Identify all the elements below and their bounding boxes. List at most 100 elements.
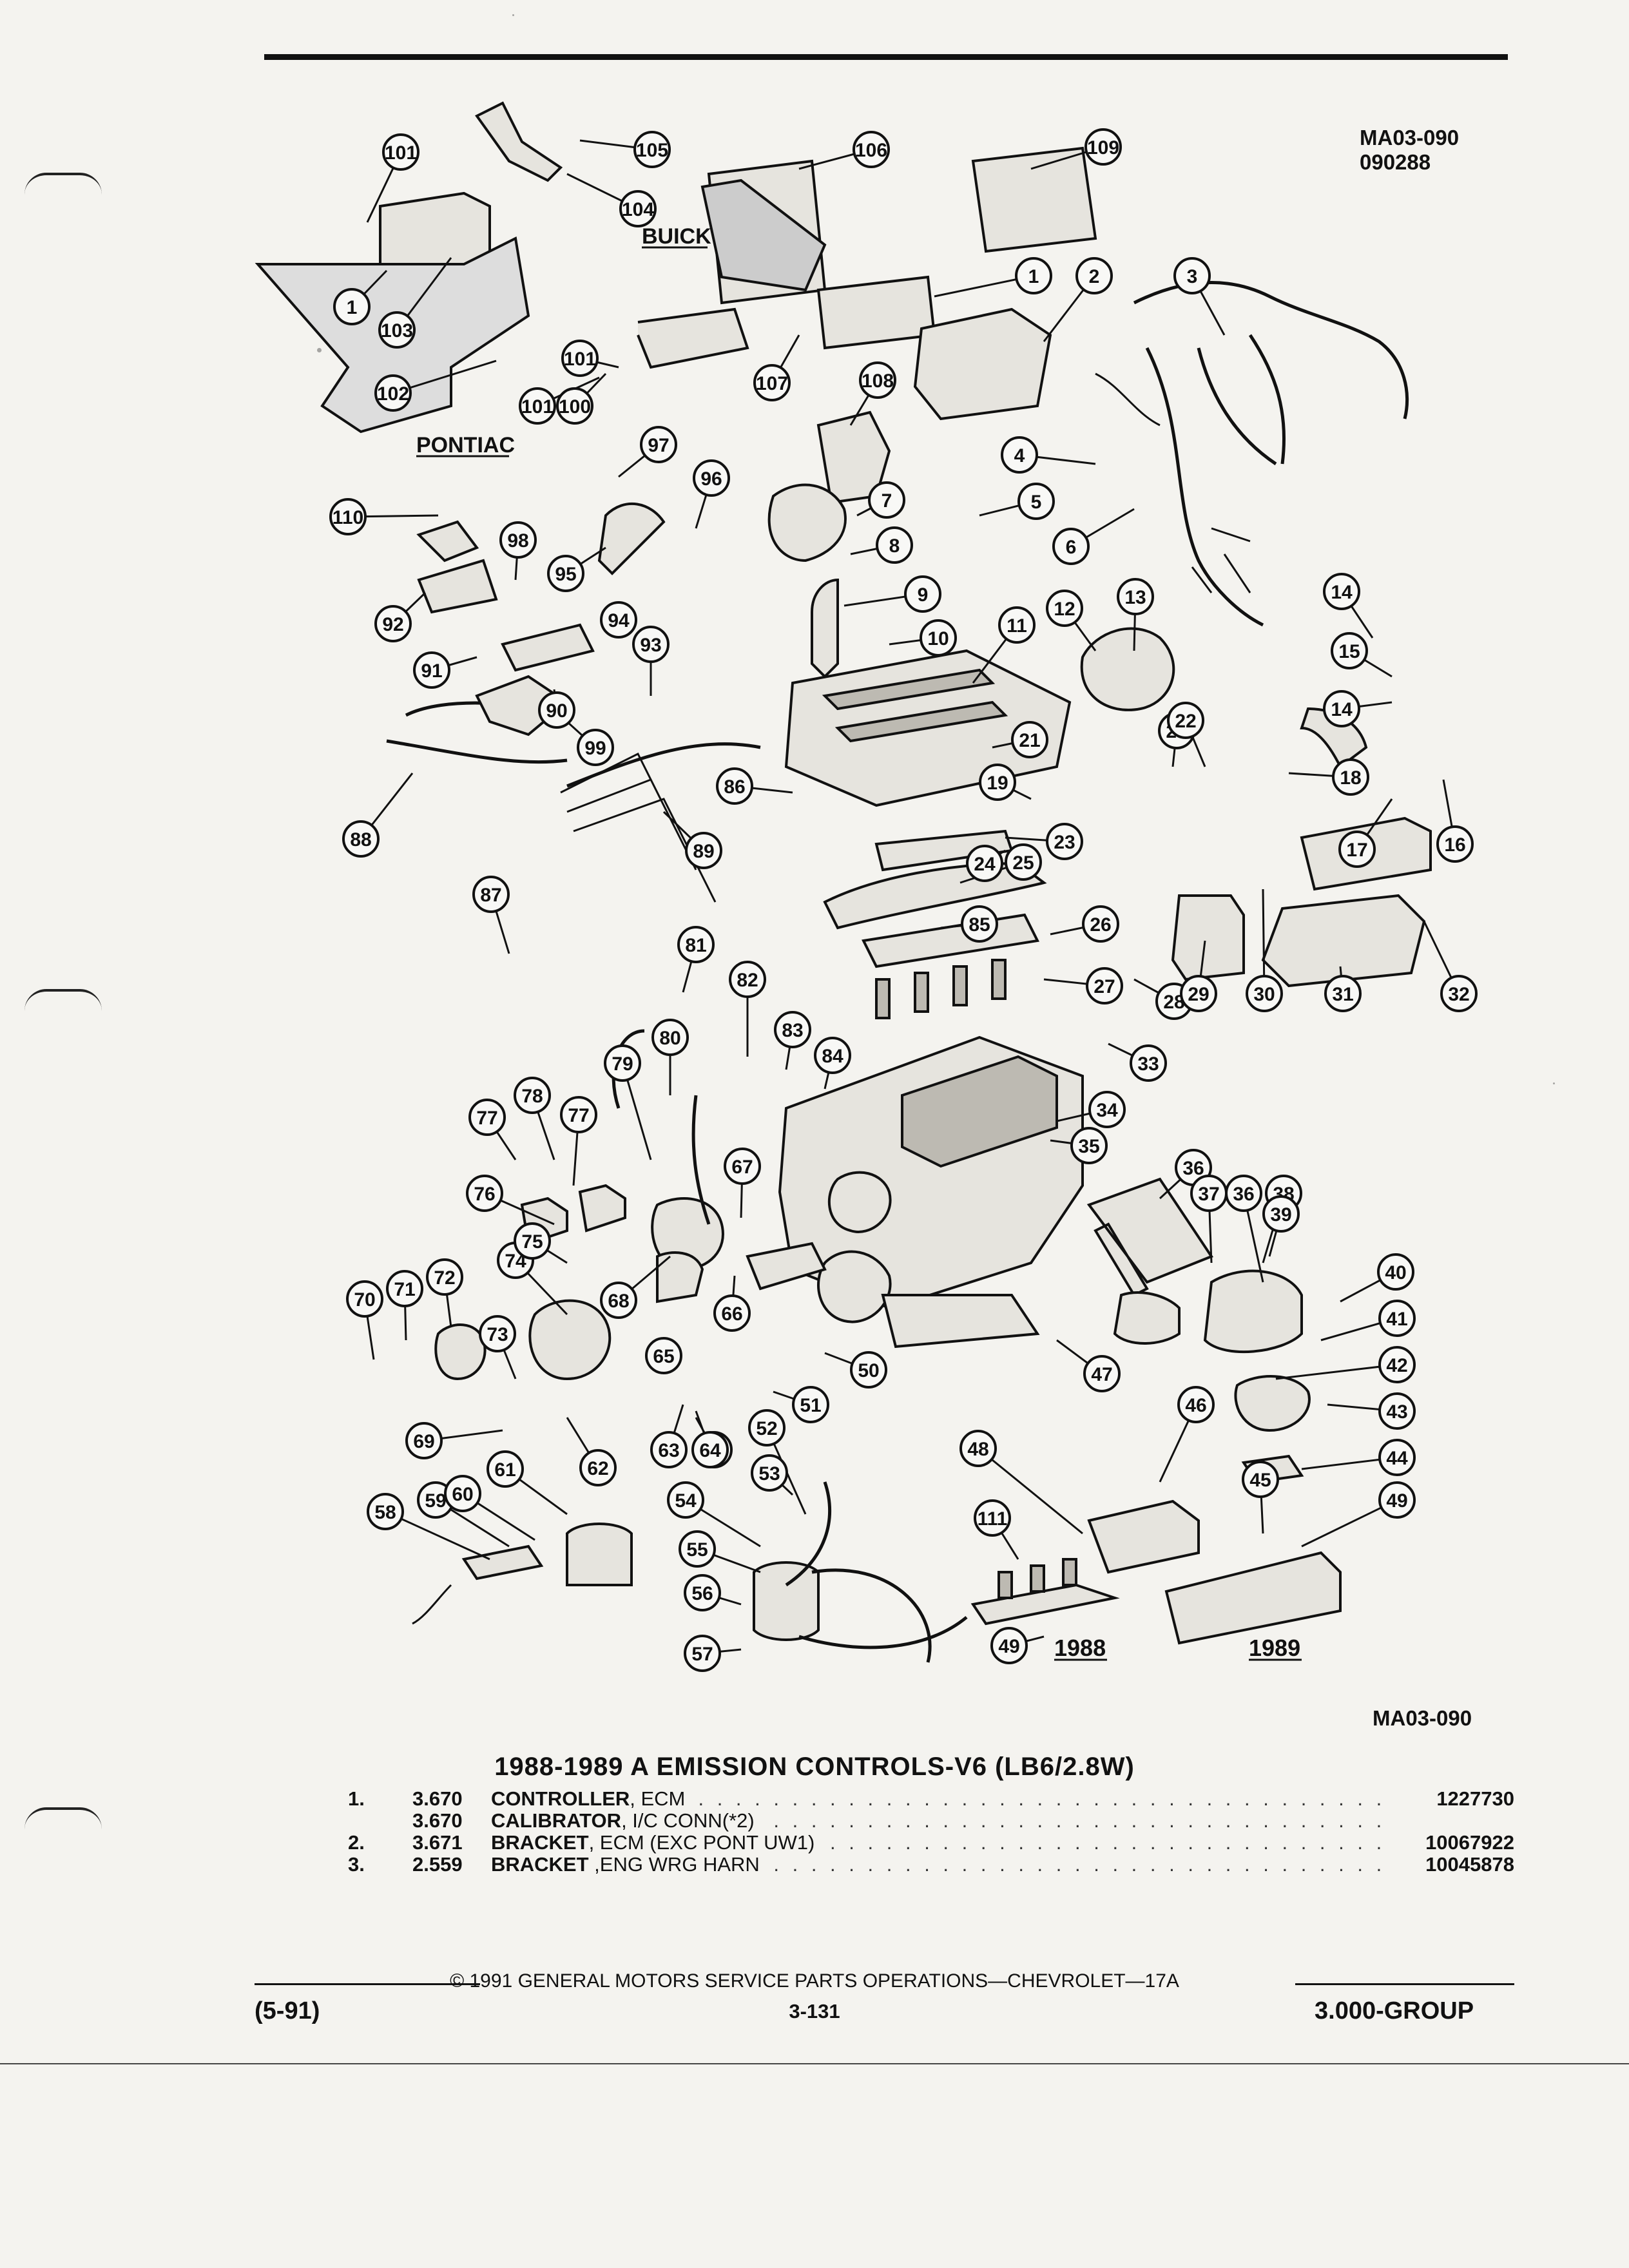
callout-86: 86 xyxy=(716,767,753,805)
callout-51: 51 xyxy=(792,1386,829,1423)
callout-5: 5 xyxy=(1017,483,1055,520)
bracket-48 xyxy=(1087,1499,1200,1574)
pump-wire xyxy=(412,1584,452,1625)
callout-number: 84 xyxy=(822,1046,843,1067)
part-detail: , ECM xyxy=(630,1787,686,1810)
page-number: 3-131 xyxy=(789,2000,840,2023)
callout-54: 54 xyxy=(667,1481,704,1519)
callout-65: 65 xyxy=(645,1337,682,1374)
callout-number: 8 xyxy=(889,535,900,557)
callout-number: 4 xyxy=(1014,445,1025,466)
callout-50: 50 xyxy=(850,1351,887,1389)
callout-number: 66 xyxy=(721,1303,742,1325)
map-sensor-72 xyxy=(434,1323,487,1381)
callout-110: 110 xyxy=(329,498,367,535)
part-number: 1227730 xyxy=(1431,1788,1514,1810)
part-number: 10045878 xyxy=(1420,1854,1514,1876)
part-name: CONTROLLER xyxy=(491,1787,630,1810)
callout-number: 109 xyxy=(1087,137,1119,159)
callout-40: 40 xyxy=(1377,1253,1414,1291)
callout-79: 79 xyxy=(604,1044,641,1082)
callout-number: 2 xyxy=(1089,266,1100,287)
part-number: 10067922 xyxy=(1420,1832,1514,1854)
callout-number: 56 xyxy=(691,1583,713,1604)
part-description: CONTROLLER, ECM xyxy=(491,1787,691,1810)
callout-number: 15 xyxy=(1338,641,1360,662)
part-name: BRACKET xyxy=(491,1831,589,1854)
callout-number: 61 xyxy=(494,1459,516,1481)
revision-date: (5-91) xyxy=(255,1997,320,2024)
callout-85: 85 xyxy=(961,905,998,943)
callout-number: 34 xyxy=(1096,1100,1118,1121)
egr-valve xyxy=(767,483,847,562)
callout-92: 92 xyxy=(374,605,412,642)
callout-number: 16 xyxy=(1444,834,1465,856)
callout-69: 69 xyxy=(405,1422,443,1459)
harmonic-balancer xyxy=(817,1250,892,1323)
callout-number: 14 xyxy=(1331,699,1353,720)
callout-number: 77 xyxy=(476,1108,497,1129)
callout-number: 30 xyxy=(1253,984,1275,1005)
parts-list: . . . . . . . . . . . . . . . . . . . . … xyxy=(348,1788,1514,1876)
callout-94: 94 xyxy=(600,601,637,639)
callout-number: 88 xyxy=(350,829,371,850)
callout-number: 80 xyxy=(659,1028,680,1049)
bracket-108 xyxy=(816,410,891,505)
callout-number: 68 xyxy=(608,1291,629,1312)
callout-41: 41 xyxy=(1378,1300,1416,1337)
scan-speck xyxy=(512,14,514,16)
callout-leader xyxy=(978,1447,1083,1535)
callout-53: 53 xyxy=(751,1454,788,1492)
year-1989-label: 1989 xyxy=(1249,1635,1300,1661)
callout-number: 9 xyxy=(918,584,929,606)
fuel-rail-26 xyxy=(861,913,1040,968)
callout-77: 77 xyxy=(468,1099,506,1136)
callout-71: 71 xyxy=(386,1270,423,1307)
callout-number: 51 xyxy=(800,1395,821,1416)
engine-wiring-harness xyxy=(1133,281,1409,627)
callout-number: 67 xyxy=(731,1157,753,1178)
callout-number: 79 xyxy=(612,1053,633,1075)
callout-35: 35 xyxy=(1070,1127,1108,1164)
callout-number: 13 xyxy=(1124,587,1146,608)
group-number: 3.671 xyxy=(412,1831,463,1854)
sensor-42 xyxy=(1234,1375,1311,1432)
callout-number: 85 xyxy=(969,914,990,936)
callout-number: 24 xyxy=(974,854,996,875)
callout-number: 106 xyxy=(855,140,887,161)
callout-number: 60 xyxy=(452,1484,473,1505)
callout-84: 84 xyxy=(814,1037,851,1074)
callout-58: 58 xyxy=(367,1493,404,1530)
buick-ecm-cover xyxy=(700,178,827,292)
callout-99: 99 xyxy=(577,729,614,766)
copyright: © 1991 GENERAL MOTORS SERVICE PARTS OPER… xyxy=(450,1970,1179,1992)
callout-96: 96 xyxy=(693,459,730,497)
callout-number: 18 xyxy=(1340,767,1361,789)
callout-number: 44 xyxy=(1386,1448,1408,1469)
callout-number: 63 xyxy=(658,1440,679,1461)
callout-number: 6 xyxy=(1066,537,1077,558)
bracket-91 xyxy=(501,623,595,672)
group-number: 2.559 xyxy=(412,1853,463,1876)
vacuum-fitting-68 xyxy=(656,1251,704,1303)
air-cleaner-39 xyxy=(1203,1269,1303,1354)
callout-1: 1 xyxy=(1015,257,1052,294)
callout-number: 7 xyxy=(882,490,892,512)
callout-number: 81 xyxy=(685,935,706,956)
callout-102: 102 xyxy=(374,374,412,412)
callout-number: 93 xyxy=(640,635,661,656)
callout-82: 82 xyxy=(729,961,766,998)
plenum-runners xyxy=(822,668,1008,743)
bracket-92-93 xyxy=(416,520,498,614)
callout-number: 41 xyxy=(1386,1309,1407,1330)
item-number: 1. xyxy=(348,1787,365,1810)
ecm-100 xyxy=(637,307,749,369)
callout-104: 104 xyxy=(619,190,657,227)
callout-number: 83 xyxy=(782,1020,803,1041)
callout-number: 97 xyxy=(648,435,669,456)
group-number: 3.670 xyxy=(412,1809,463,1832)
callout-26: 26 xyxy=(1082,905,1119,943)
callout-number: 59 xyxy=(425,1490,446,1512)
callout-number: 53 xyxy=(758,1463,780,1485)
